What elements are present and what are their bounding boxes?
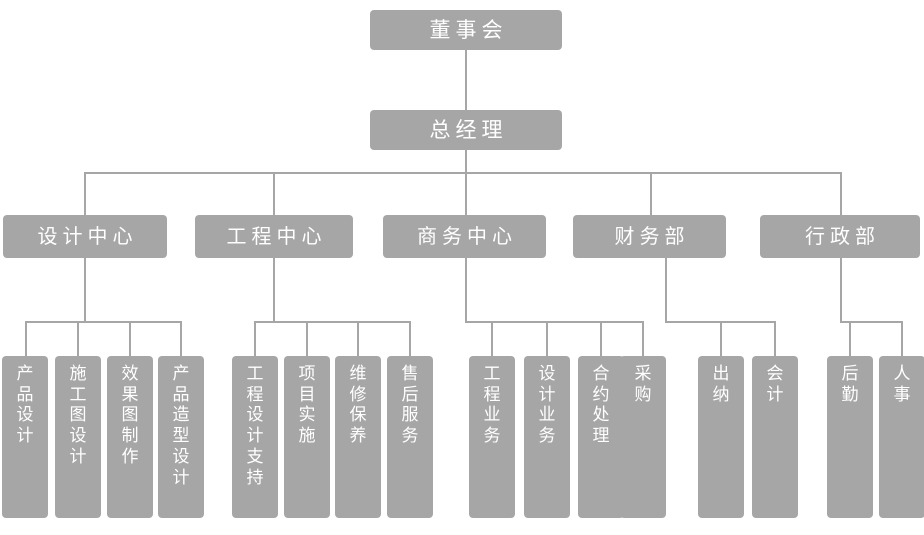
- node-product-modeling-design[interactable]: 产品造型设计: [158, 356, 204, 518]
- connector-stub-human-resources: [901, 321, 903, 356]
- connector-business-center-stem: [465, 257, 467, 323]
- connector-drop-admin-dept: [840, 172, 842, 215]
- node-accounting[interactable]: 会计: [752, 356, 798, 518]
- connector-engineering-center-bus: [254, 321, 410, 323]
- node-maintenance-label: 维修保养: [349, 364, 367, 447]
- connector-stub-procurement: [642, 321, 644, 356]
- node-design-business[interactable]: 设计业务: [524, 356, 570, 518]
- node-project-implementation[interactable]: 项目实施: [284, 356, 330, 518]
- connector-gm-drop: [465, 149, 467, 174]
- node-board[interactable]: 董事会: [370, 10, 562, 50]
- node-contract-processing-label: 合约处理: [592, 364, 610, 447]
- connector-stub-product-modeling-design: [180, 321, 182, 356]
- connector-stub-design-business: [546, 321, 548, 356]
- node-general-manager[interactable]: 总经理: [370, 110, 562, 150]
- node-finance-dept-label: 财务部: [614, 223, 690, 248]
- node-rendering-production-label: 效果图制作: [121, 364, 139, 467]
- node-construction-drawing-design-label: 施工图设计: [69, 364, 87, 467]
- node-admin-dept[interactable]: 行政部: [760, 215, 920, 258]
- node-design-center-label: 设计中心: [37, 223, 138, 248]
- connector-stub-engineering-design-support: [254, 321, 256, 356]
- connector-business-center-bus: [465, 321, 643, 323]
- node-design-center[interactable]: 设计中心: [3, 215, 167, 258]
- node-engineering-center[interactable]: 工程中心: [195, 215, 353, 258]
- node-design-business-label: 设计业务: [538, 364, 556, 447]
- node-finance-dept[interactable]: 财务部: [573, 215, 726, 258]
- connector-stub-cashier: [720, 321, 722, 356]
- connector-admin-dept-bus: [840, 321, 902, 323]
- connector-stub-contract-processing: [600, 321, 602, 356]
- node-business-center-label: 商务中心: [417, 223, 517, 248]
- connector-stub-after-sales-service: [409, 321, 411, 356]
- connector-design-center-bus: [25, 321, 181, 323]
- connector-drop-design-center: [84, 172, 86, 215]
- node-engineering-design-support-label: 工程设计支持: [246, 364, 264, 488]
- node-after-sales-service-label: 售后服务: [401, 364, 419, 447]
- connector-stub-maintenance: [357, 321, 359, 356]
- node-product-design-label: 产品设计: [16, 364, 34, 447]
- node-procurement[interactable]: 采购: [620, 356, 666, 518]
- node-product-design[interactable]: 产品设计: [2, 356, 48, 518]
- connector-dept-bus: [85, 172, 841, 174]
- node-human-resources-label: 人事: [893, 364, 911, 405]
- connector-stub-construction-drawing-design: [77, 321, 79, 356]
- node-construction-drawing-design[interactable]: 施工图设计: [55, 356, 101, 518]
- node-contract-processing[interactable]: 合约处理: [578, 356, 624, 518]
- node-cashier[interactable]: 出纳: [698, 356, 744, 518]
- connector-admin-dept-stem: [840, 257, 842, 323]
- connector-engineering-center-stem: [273, 257, 275, 323]
- connector-stub-product-design: [25, 321, 27, 356]
- node-general-manager-label: 总经理: [429, 117, 508, 142]
- connector-drop-finance-dept: [650, 172, 652, 215]
- node-rendering-production[interactable]: 效果图制作: [107, 356, 153, 518]
- node-project-implementation-label: 项目实施: [298, 364, 316, 447]
- connector-stub-rendering-production: [129, 321, 131, 356]
- connector-drop-business-center: [465, 172, 467, 215]
- node-engineering-center-label: 工程中心: [226, 223, 327, 248]
- node-cashier-label: 出纳: [712, 364, 730, 405]
- node-engineering-business-label: 工程业务: [483, 364, 501, 447]
- node-accounting-label: 会计: [766, 364, 784, 405]
- node-human-resources[interactable]: 人事: [879, 356, 924, 518]
- node-maintenance[interactable]: 维修保养: [335, 356, 381, 518]
- node-engineering-business[interactable]: 工程业务: [469, 356, 515, 518]
- connector-board-to-gm: [465, 49, 467, 114]
- connector-design-center-stem: [84, 257, 86, 323]
- node-logistics[interactable]: 后勤: [827, 356, 873, 518]
- connector-stub-engineering-business: [491, 321, 493, 356]
- node-admin-dept-label: 行政部: [805, 223, 880, 248]
- connector-stub-logistics: [849, 321, 851, 356]
- node-product-modeling-design-label: 产品造型设计: [172, 364, 190, 488]
- connector-drop-engineering-center: [273, 172, 275, 215]
- node-procurement-label: 采购: [634, 364, 652, 405]
- node-business-center[interactable]: 商务中心: [383, 215, 546, 258]
- node-engineering-design-support[interactable]: 工程设计支持: [232, 356, 278, 518]
- connector-finance-dept-stem: [665, 257, 667, 323]
- connector-stub-project-implementation: [306, 321, 308, 356]
- node-logistics-label: 后勤: [841, 364, 859, 405]
- node-after-sales-service[interactable]: 售后服务: [387, 356, 433, 518]
- connector-stub-accounting: [774, 321, 776, 356]
- node-board-label: 董事会: [429, 17, 508, 42]
